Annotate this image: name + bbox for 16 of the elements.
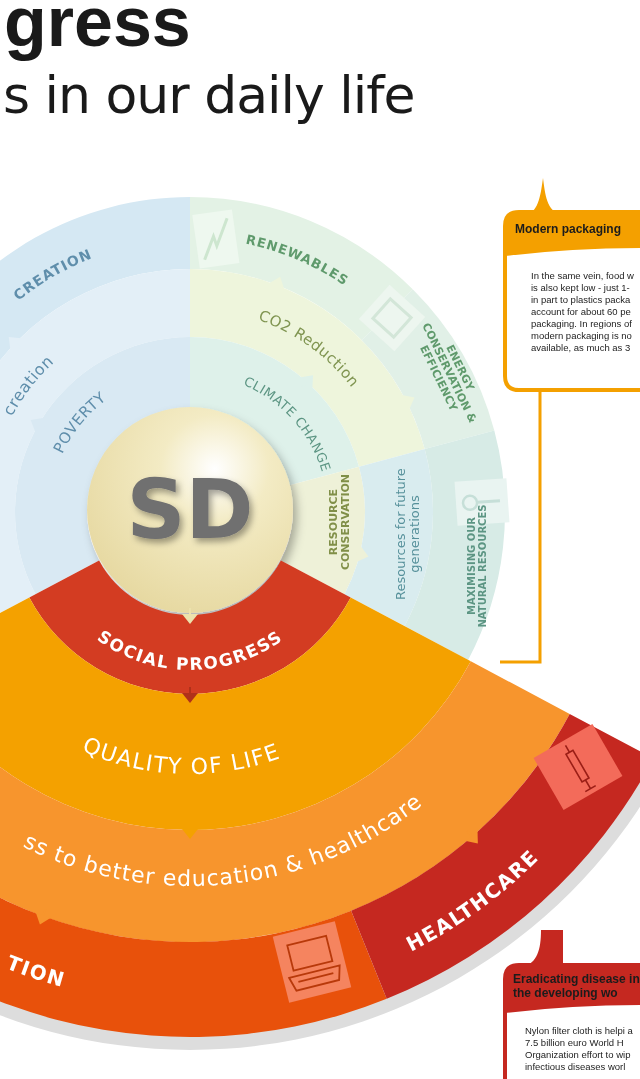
- segment-label: Resources for future generations: [394, 468, 423, 600]
- leader-line: [500, 392, 542, 664]
- pointer-arrow: [182, 607, 198, 624]
- pointer-arrow: [182, 686, 198, 703]
- card-heading: Modern packaging: [515, 222, 622, 236]
- segment-label: TION: [3, 950, 69, 993]
- subtitle: s in our daily life: [3, 64, 415, 127]
- card-text: In the same vein, food w is also kept low - just 1- in part to plastics packa account for about 60 pe packaging. In regions of modern packaging is no available, as much as 3: [531, 270, 635, 354]
- card-text: Nylon filter cloth is helpi a 7.5 billion euro World H Organization effort to wip infectious diseases worl: [525, 1025, 634, 1073]
- title: gress: [4, 0, 191, 62]
- card-heading: Eradicating disease in the developing wo: [513, 972, 640, 1000]
- pointer-arrow: [465, 830, 478, 844]
- segment-label: RESOURCE CONSERVATION: [328, 472, 353, 573]
- segment-label: MAXIMISING OUR NATURAL RESOURCES: [466, 504, 488, 628]
- segment-label: QUALITY OF LIFE: [79, 732, 284, 780]
- center-label: SD: [126, 462, 254, 557]
